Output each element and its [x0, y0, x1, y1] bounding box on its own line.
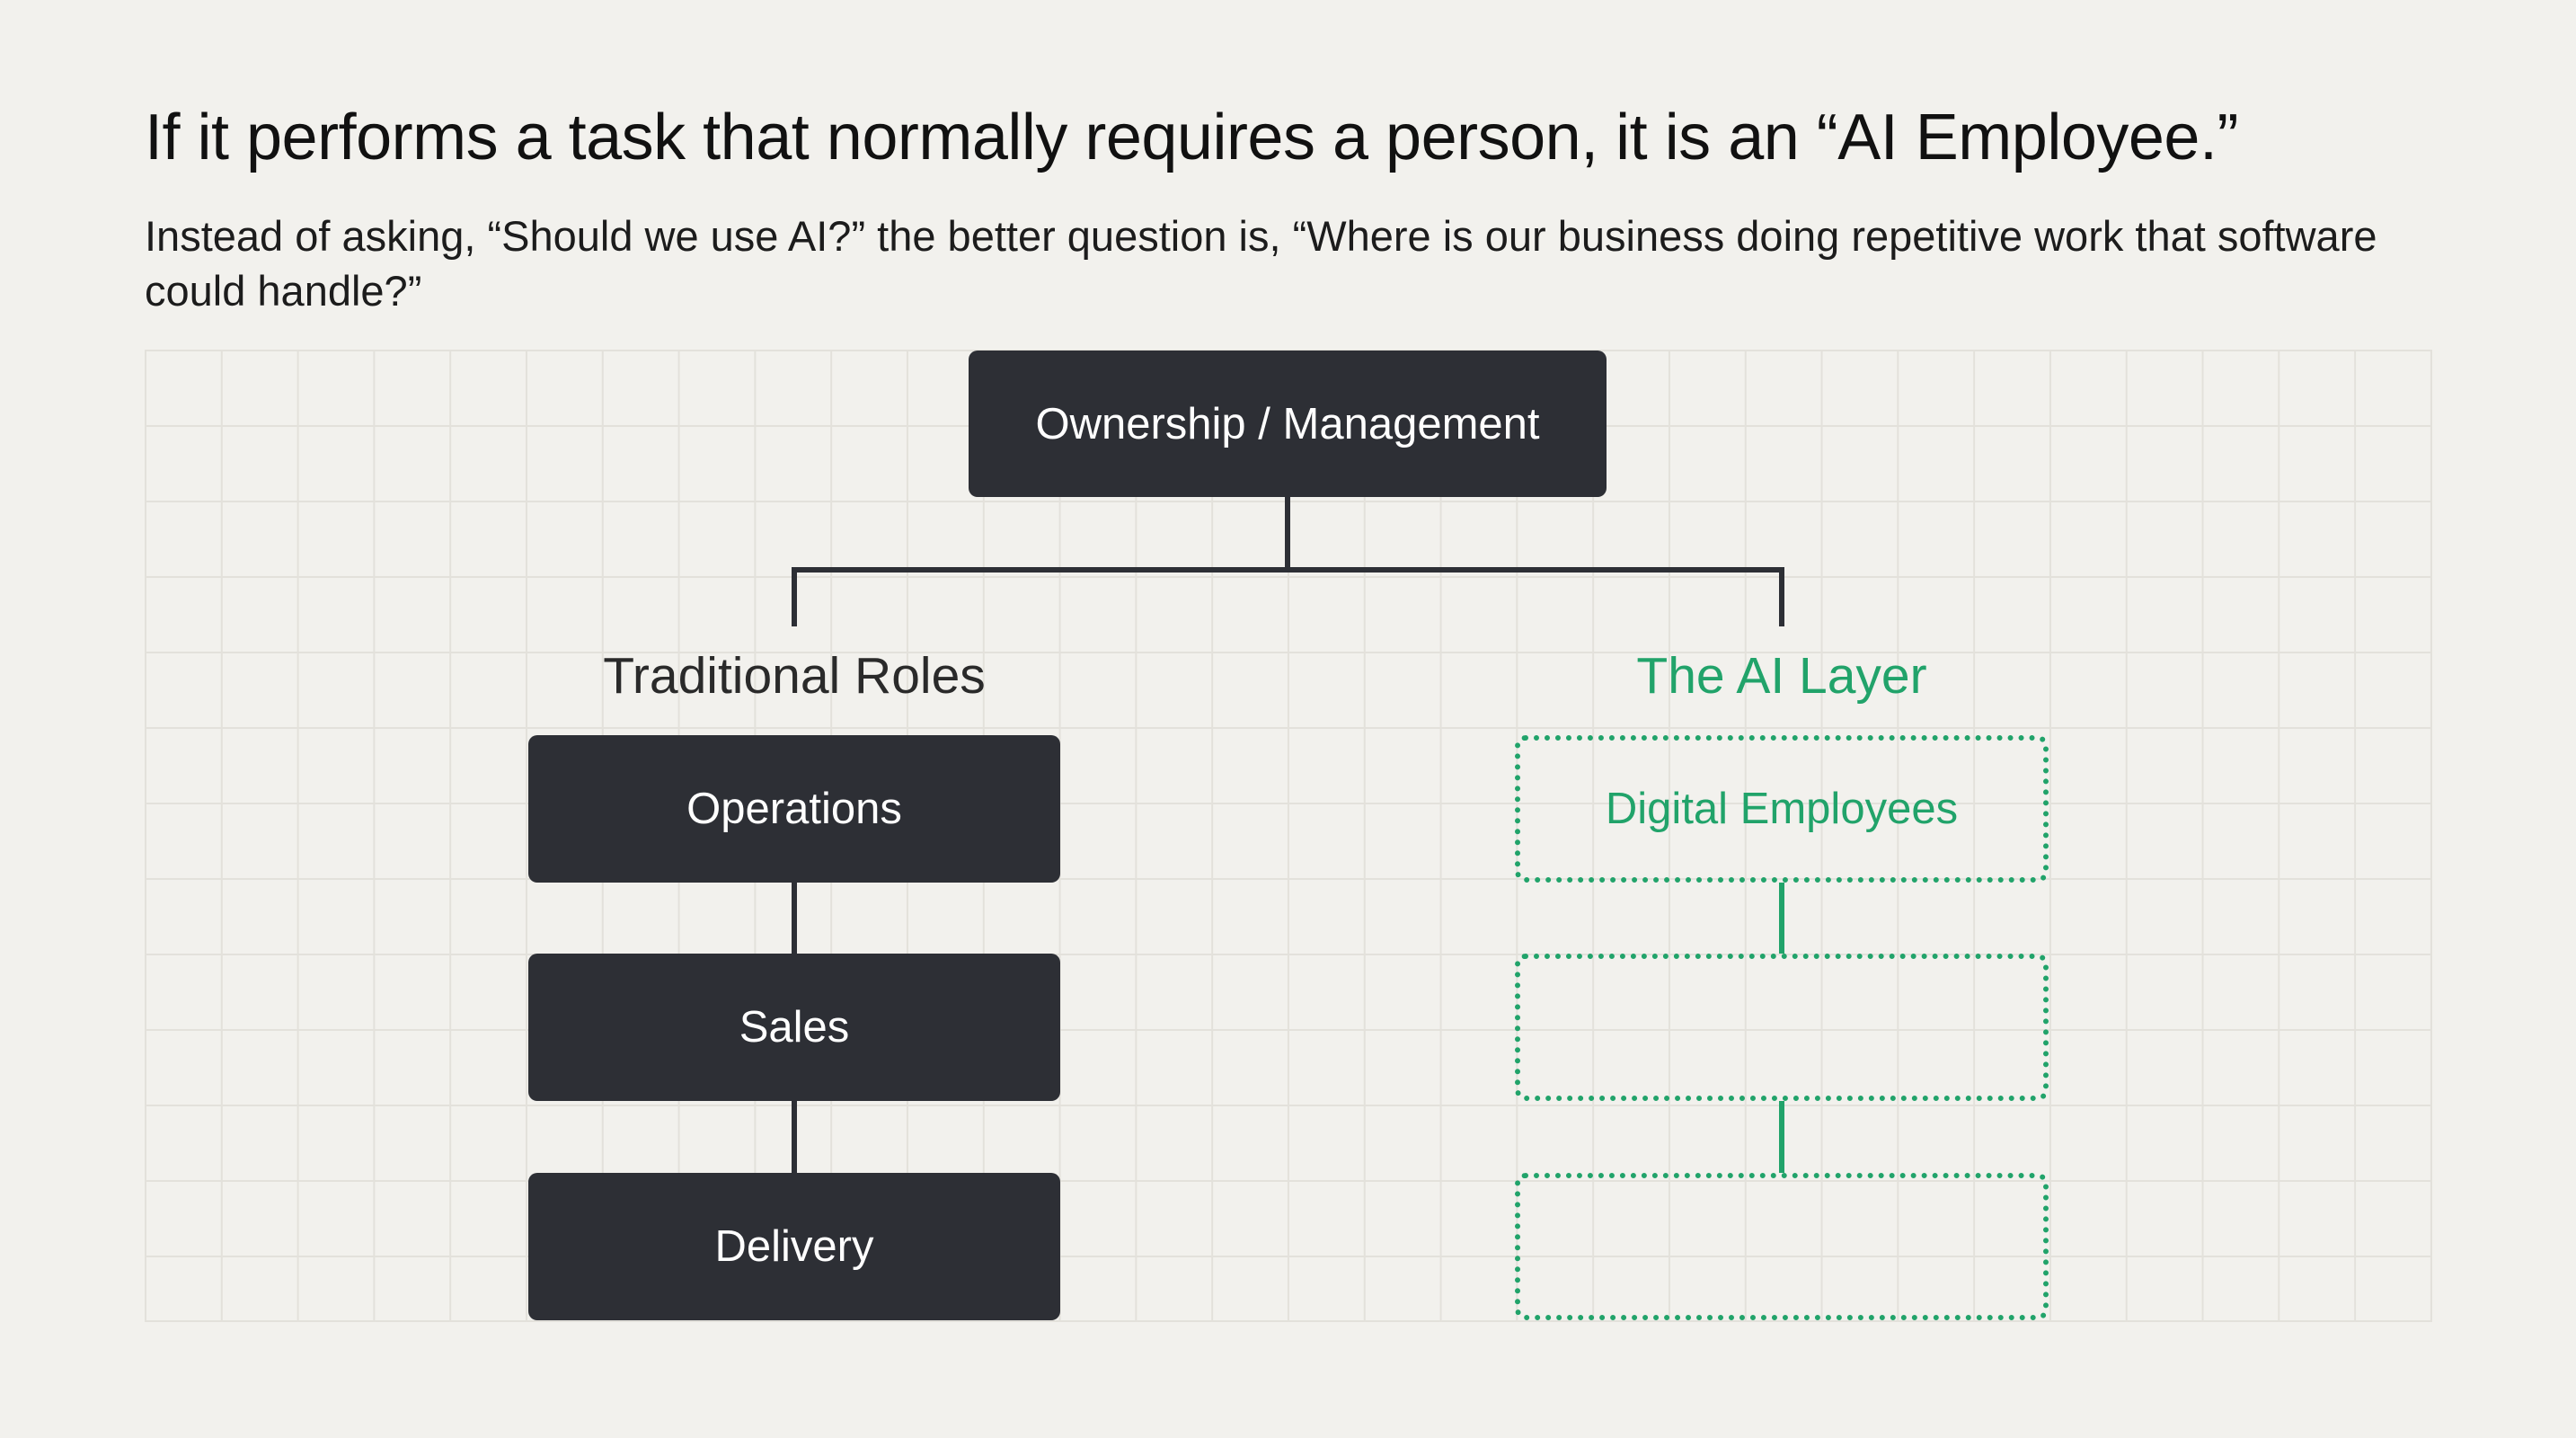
operations-label: Operations: [686, 785, 902, 833]
operations-box: Operations: [528, 735, 1060, 883]
digital-employees-label: Digital Employees: [1605, 785, 1959, 833]
traditional-roles-heading: Traditional Roles: [603, 647, 986, 705]
delivery-label: Delivery: [714, 1222, 874, 1271]
digital-employees-box: Digital Employees: [1515, 735, 2049, 883]
ownership-management-label: Ownership / Management: [1035, 399, 1540, 448]
delivery-box: Delivery: [528, 1173, 1060, 1320]
page-title: If it performs a task that normally requ…: [145, 102, 2238, 173]
ai-slot-box-2: [1515, 954, 2049, 1101]
ai-layer-heading: The AI Layer: [1636, 647, 1927, 705]
ownership-management-box: Ownership / Management: [969, 351, 1607, 497]
ai-slot-box-3: [1515, 1173, 2049, 1320]
page-subtitle: Instead of asking, “Should we use AI?” t…: [145, 212, 2377, 315]
sales-box: Sales: [528, 954, 1060, 1101]
sales-label: Sales: [739, 1003, 850, 1052]
